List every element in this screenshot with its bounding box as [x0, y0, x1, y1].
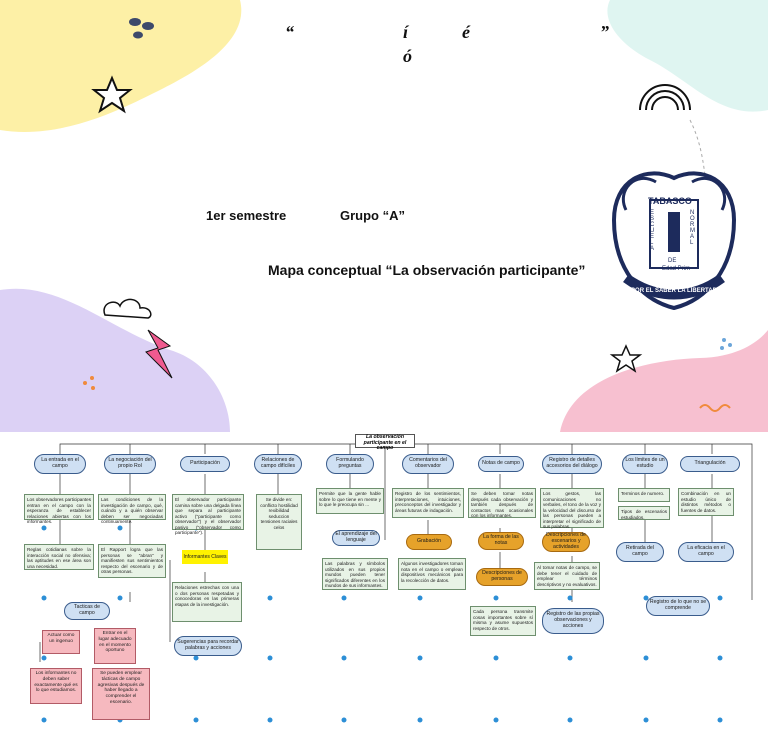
pink-note-agresivas: Se pueden emplear tácticas de campo agre…	[92, 668, 150, 720]
pink-note-informantes: Los informantes no deben saber exactamen…	[30, 668, 82, 704]
note-registro-detalles: Los gestos, las comunicaciones no verbal…	[540, 488, 604, 529]
note-entrada: Los observadores participantes entran en…	[24, 494, 94, 524]
node-participacion: Participación	[180, 456, 230, 472]
pink-note-lugar: Entrar en el lugar adecuado en el moment…	[94, 628, 136, 664]
node-desc-personas: Descripciones de personas	[476, 568, 528, 586]
logo-left-text: ESCUELA	[650, 210, 655, 252]
node-sugerencias: Sugerencias para recordar palabras y acc…	[174, 636, 242, 656]
note-limites-1: Terminos de numero.	[618, 488, 670, 502]
note-entrada-2: Reglas cotidianas sobre la interacción s…	[24, 544, 94, 570]
yellow-blob	[0, 0, 242, 132]
quote-accent-i: í	[403, 22, 409, 42]
lilac-blob	[0, 288, 230, 432]
note-relaciones: Se divide en: conflicto hostilidad rexib…	[256, 494, 302, 550]
node-lenguaje: El aprendizaje del lenguaje	[332, 530, 380, 546]
note-triangulacion: Combinación en un estudio único de disti…	[678, 488, 734, 516]
note-notas-campo: Se deben tomar notas después cada observ…	[468, 488, 536, 518]
blue-dots-icon	[720, 338, 732, 350]
dots-icon	[129, 18, 154, 39]
note-informantes: Relaciones estrechas con una o dos perso…	[172, 582, 242, 622]
lightning-icon	[145, 329, 173, 379]
note-negociacion: Las condiciones de la investigación de c…	[98, 494, 166, 524]
node-notas-campo: Notas de campo	[478, 456, 524, 472]
group-label: Grupo “A”	[340, 208, 405, 223]
school-logo: TABASCO ESCUELA NORMAL DE Edad Prim POR …	[606, 160, 742, 311]
node-entrada: La entrada en el campo	[34, 454, 86, 474]
logo-center-text: DE	[668, 258, 677, 264]
pink-note-ingenuo: Actuar como un ingenuo	[42, 630, 80, 654]
node-grabacion: Grabación	[406, 534, 452, 550]
concept-map: La observación participante en el campo …	[0, 432, 768, 736]
rainbow-icon	[639, 84, 691, 111]
node-registro-no: Registro de lo que no se comprende	[646, 596, 710, 616]
node-eficacia: La eficacia en el campo	[678, 542, 734, 562]
cover-background	[0, 0, 768, 432]
node-tacticas: Tacticas de campo	[64, 602, 110, 620]
node-formulando: Formulando preguntas	[326, 454, 374, 474]
logo-motto: POR EL SABER LA LIBERTAD	[631, 288, 717, 294]
node-comentarios: Comentarios del observador	[402, 454, 454, 474]
dashed-line	[689, 119, 721, 231]
star-icon	[91, 75, 133, 114]
node-relaciones-dificiles: Relaciones de campo difíciles	[254, 454, 302, 474]
cover-slide: “ í é ” ó 1er semestre Grupo “A” Mapa co…	[0, 0, 768, 432]
note-desc-escenarios: Al tomar notas de campo, se debe tener e…	[534, 562, 600, 590]
quote-close: ”	[600, 22, 609, 42]
node-desc-escenarios: Descripciones de escenarios y actividade…	[542, 532, 590, 552]
mint-blob	[607, 0, 768, 112]
cloud-icon	[103, 298, 152, 319]
quote-accent-o: ó	[403, 46, 412, 66]
node-negociacion: La negociación del propio Rol	[104, 454, 156, 474]
node-registro-propias: Registro de las propias observaciones y …	[542, 608, 604, 634]
note-lenguaje: Las palabras y símbolos utilizados en su…	[322, 558, 388, 590]
node-triangulacion: Triangulación	[680, 456, 740, 472]
note-participacion: El observador participante camina sobre …	[172, 494, 244, 535]
node-limites: Los límites de un estudio	[622, 454, 668, 474]
small-star-icon	[609, 344, 643, 373]
node-retirada: Retirada del campo	[616, 542, 664, 562]
quote-accent-e: é	[462, 22, 470, 42]
node-forma-notas: La forma de las notas	[478, 532, 524, 550]
logo-right-text: NORMAL	[690, 210, 695, 246]
squiggle-icon	[699, 404, 731, 412]
page-title: Mapa conceptual “La observación particip…	[268, 262, 586, 278]
logo-name-text: Edad Prim	[662, 266, 691, 272]
note-negociacion-2: El Rapport logra que las personas se "ab…	[98, 544, 166, 578]
quote-open: “	[285, 22, 294, 42]
node-informantes: Informantes Claves	[182, 550, 228, 564]
map-center-node: La observación participante en el campo	[355, 434, 415, 451]
semester-label: 1er semestre	[206, 208, 287, 223]
logo-top-text: TABASCO	[648, 196, 692, 206]
note-comentarios: Registro de los sentimientos, interpreta…	[392, 488, 464, 518]
orange-dots-icon	[83, 376, 95, 390]
note-limites-2: Tipos de escenarios estudiados.	[618, 506, 670, 520]
pink-blob	[560, 330, 768, 432]
note-formulando: Permite que la gente hable sobre lo que …	[316, 488, 384, 514]
note-desc-personas: Cada persona transmite cosas importantes…	[470, 606, 536, 636]
note-grabacion: Algunos investigadores toman nota en el …	[398, 558, 466, 590]
node-registro-detalles: Registro de detalles accesorios del diál…	[542, 454, 602, 474]
